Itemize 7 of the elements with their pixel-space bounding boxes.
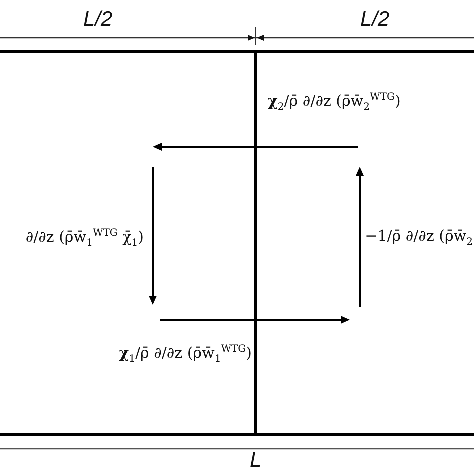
formula-label: −1/ρ̄ ∂/∂z (ρ̄w̄$_{2}$	[365, 228, 473, 248]
dimension-label: L/2	[84, 8, 113, 32]
formula-label: ∂/∂z (ρ̄w̄$_{1}$$^{WTG}$ χ̄$_{1}$)	[26, 228, 144, 250]
formula-label: χ$_{2}$/ρ̄ ∂/∂z (ρ̄w̄$_{2}$$^{WTG}$)	[268, 92, 401, 114]
dimension-label: L/2	[360, 8, 390, 32]
formula-label: χ$_{1}$/ρ̄ ∂/∂z (ρ̄w̄$_{1}$$^{WTG}$)	[119, 344, 252, 366]
dimension-label: L	[250, 449, 262, 474]
